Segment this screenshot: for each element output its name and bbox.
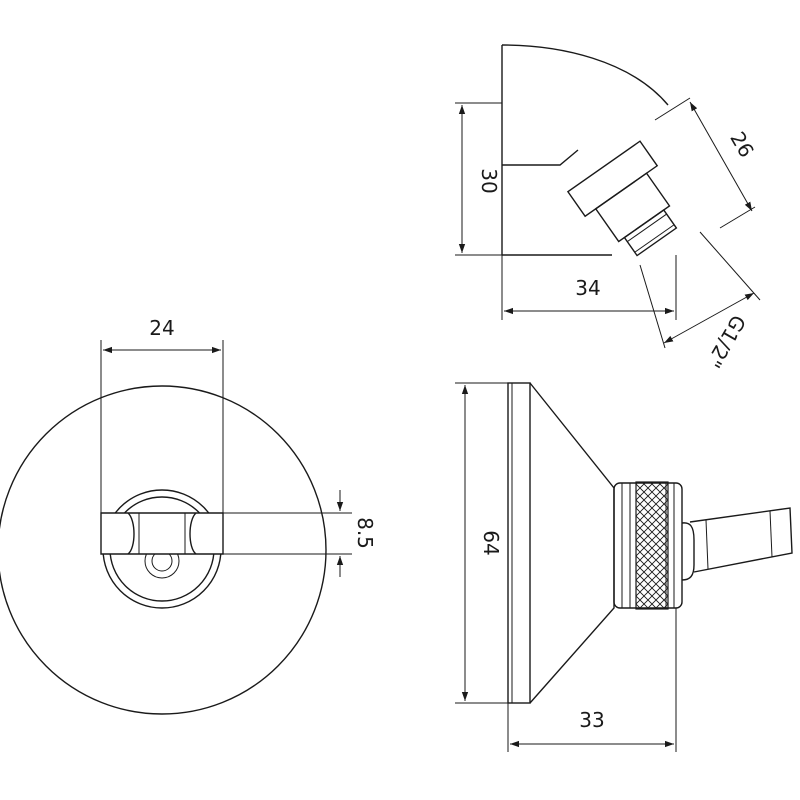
outer-arc [501,44,669,106]
ext-line [719,206,756,229]
dim-line-thread [663,292,755,344]
knurl-pattern [635,481,669,610]
clip-right-curve [189,512,197,555]
dim-line-26 [689,101,753,212]
outlet-elbow [681,522,695,581]
dim-label-33: 33 [579,708,604,732]
cone-edge [502,149,579,166]
angled-side-view: 30 26 34 G1/2" [455,44,761,372]
outlet-pipe [689,507,793,573]
cone-body [529,382,615,704]
clip-left-curve [127,512,135,555]
thread-line [627,213,667,243]
clip-opening [138,512,186,555]
tilted-outlet [566,140,678,257]
dim-label-30: 30 [477,168,501,193]
dim-label-85: 8.5 [353,517,377,549]
thread-line [634,224,675,253]
collar-ring [621,482,631,609]
outlet-collar [566,140,659,218]
outlet-thread [623,209,678,257]
pipe-line [705,519,709,570]
side-view: 64 33 [455,382,793,752]
dim-label-24: 24 [149,316,174,340]
wall-plate-side [507,382,531,704]
dim-label-34: 34 [575,276,600,300]
dim-label-26: 26 [725,127,759,161]
dim-label-thread: G1/2" [701,311,750,372]
pipe-line [769,510,773,558]
wall-plate-circle [0,385,327,715]
ext-line [639,264,666,349]
ext-line [654,97,691,121]
front-view: 24 8.5 [0,316,377,715]
holder-clip-fill [101,513,223,554]
ext-line [699,231,761,301]
dim-label-64: 64 [479,530,503,555]
